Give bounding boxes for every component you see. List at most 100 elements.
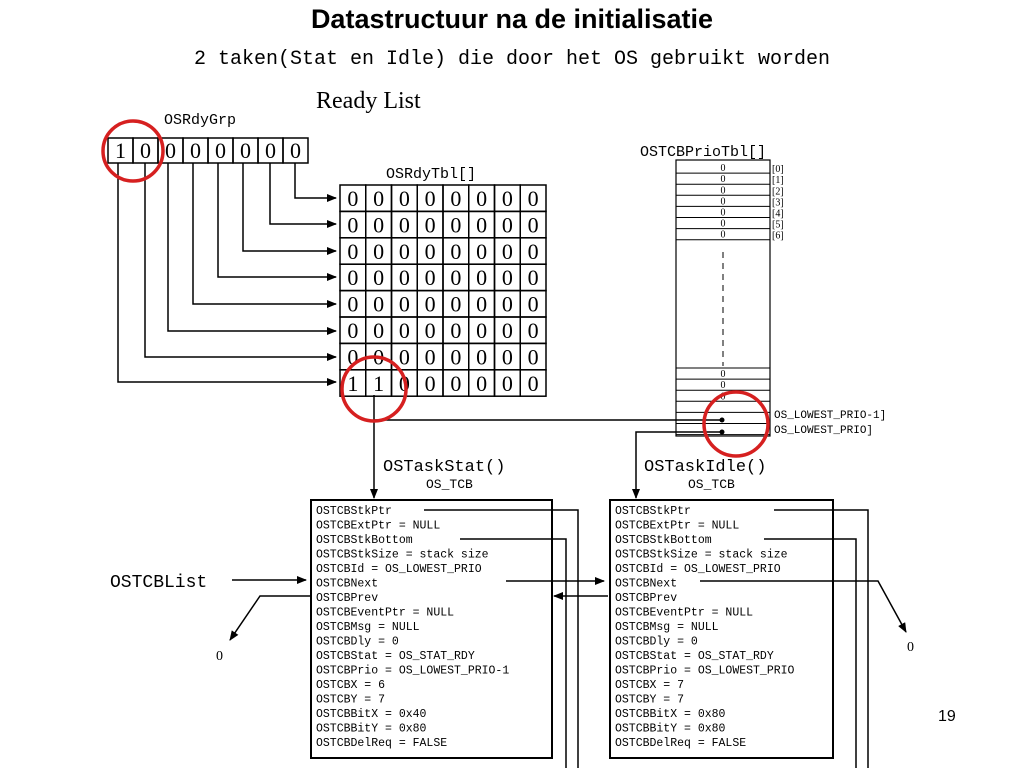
prio-tbl-bottom-value: 0 bbox=[721, 380, 726, 391]
osrdytbl-value: 0 bbox=[425, 371, 436, 396]
osrdytbl-value: 0 bbox=[476, 292, 487, 317]
osrdytbl-value: 0 bbox=[476, 371, 487, 396]
stat-tcb-field: OSTCBStkBottom bbox=[316, 534, 413, 547]
osrdygrp-bit: 0 bbox=[190, 138, 201, 163]
osrdytbl-value: 0 bbox=[347, 265, 358, 290]
osrdygrp-cell bbox=[282, 137, 309, 164]
osrdytbl-value: 0 bbox=[373, 292, 384, 317]
stat-tcb-field: OSTCBEventPtr = NULL bbox=[316, 607, 454, 620]
osrdytbl-value: 0 bbox=[373, 186, 384, 211]
page-subtitle: 2 taken(Stat en Idle) die door het OS ge… bbox=[193, 48, 831, 71]
prio-tbl-bottom-value: 0 bbox=[721, 369, 726, 380]
stat-tcb-field: OSTCBStat = OS_STAT_RDY bbox=[316, 650, 475, 663]
stat-tcb-field: OSTCBY = 7 bbox=[316, 694, 385, 707]
idle-tcb-field: OSTCBDelReq = FALSE bbox=[615, 737, 746, 750]
osrdygrp-bit: 1 bbox=[115, 138, 126, 163]
osrdytbl-value: 0 bbox=[450, 292, 461, 317]
osrdytbl-value: 0 bbox=[399, 186, 410, 211]
highlight-circle-tbl bbox=[340, 355, 408, 423]
osrdytbl-value: 0 bbox=[476, 186, 487, 211]
osrdytbl-value: 0 bbox=[502, 212, 513, 237]
osrdytbl-cell bbox=[519, 369, 547, 397]
prio-tbl-index: [3] bbox=[772, 197, 784, 208]
stat-tcb-field: OSTCBX = 6 bbox=[316, 679, 385, 692]
idle-task-type: OS_TCB bbox=[688, 477, 735, 492]
osrdytbl-value: 0 bbox=[425, 239, 436, 264]
osrdytbl-value: 0 bbox=[399, 344, 410, 369]
osrdytbl-value: 0 bbox=[502, 186, 513, 211]
page-title: Datastructuur na de initialisatie bbox=[310, 4, 714, 34]
osrdytbl-value: 0 bbox=[476, 344, 487, 369]
null-right-label: 0 bbox=[907, 640, 914, 655]
idle-task-name: OSTaskIdle() bbox=[644, 458, 766, 477]
idle-tcb-field: OSTCBExtPtr = NULL bbox=[615, 520, 739, 533]
idle-tcb-field: OSTCBY = 7 bbox=[615, 694, 684, 707]
osrdytbl-value: 0 bbox=[347, 344, 358, 369]
idle-tcb-field: OSTCBId = OS_LOWEST_PRIO bbox=[615, 563, 781, 576]
prio-tbl-frame bbox=[675, 159, 771, 437]
idle-tcb-field: OSTCBBitY = 0x80 bbox=[615, 723, 726, 736]
osrdytbl-value: 0 bbox=[347, 239, 358, 264]
highlight-circle-prio bbox=[702, 390, 770, 458]
osrdytbl-value: 0 bbox=[528, 186, 539, 211]
stat-tcb-field: OSTCBPrio = OS_LOWEST_PRIO-1 bbox=[316, 665, 509, 678]
osrdytbl-value: 0 bbox=[450, 212, 461, 237]
osrdytbl-value: 0 bbox=[528, 212, 539, 237]
osrdytbl-value: 0 bbox=[502, 265, 513, 290]
osrdytbl-value: 0 bbox=[347, 318, 358, 343]
osrdytbl-value: 0 bbox=[476, 212, 487, 237]
osrdytbl-value: 0 bbox=[450, 318, 461, 343]
osrdytbl-value: 0 bbox=[476, 239, 487, 264]
stat-tcb-field: OSTCBId = OS_LOWEST_PRIO bbox=[316, 563, 482, 576]
stat-tcb-field: OSTCBDly = 0 bbox=[316, 636, 399, 649]
osrdytbl-value: 0 bbox=[425, 344, 436, 369]
osrdytbl-value: 0 bbox=[425, 265, 436, 290]
osrdytbl-value: 0 bbox=[373, 318, 384, 343]
osrdygrp-bit: 0 bbox=[140, 138, 151, 163]
osrdytbl-value: 0 bbox=[528, 239, 539, 264]
prio-tbl-index: [4] bbox=[772, 209, 784, 220]
osrdytbl-value: 0 bbox=[528, 265, 539, 290]
osrdytbl-value: 0 bbox=[425, 318, 436, 343]
idle-tcb-field: OSTCBX = 7 bbox=[615, 679, 684, 692]
osrdytbl-value: 0 bbox=[399, 239, 410, 264]
osrdytbl-value: 0 bbox=[347, 292, 358, 317]
stat-tcb-field: OSTCBBitY = 0x80 bbox=[316, 723, 427, 736]
osrdytbl-value: 0 bbox=[373, 265, 384, 290]
osrdytbl-value: 1 bbox=[347, 371, 358, 396]
osrdytbl-value: 0 bbox=[502, 318, 513, 343]
osrdytbl-value: 0 bbox=[502, 344, 513, 369]
lowest-prio-label: OS_LOWEST_PRIO] bbox=[774, 425, 873, 437]
idle-tcb-field: OSTCBStkBottom bbox=[615, 534, 712, 547]
stat-tcb-field: OSTCBExtPtr = NULL bbox=[316, 520, 440, 533]
osrdygrp-bit: 0 bbox=[165, 138, 176, 163]
ostcblist-label: OSTCBList bbox=[110, 573, 207, 593]
prio-entry-dot bbox=[719, 417, 725, 423]
osrdytbl-value: 0 bbox=[399, 292, 410, 317]
osrdytbl-value: 0 bbox=[373, 239, 384, 264]
osrdygrp-bit: 0 bbox=[215, 138, 226, 163]
idle-tcb-field: OSTCBStkSize = stack size bbox=[615, 549, 788, 562]
osrdytbl-label: OSRdyTbl[] bbox=[386, 166, 476, 183]
osrdygrp-bit: 0 bbox=[265, 138, 276, 163]
osrdytbl-value: 0 bbox=[502, 239, 513, 264]
prio-tbl-top-value: 0 bbox=[721, 163, 726, 174]
idle-tcb-field: OSTCBStat = OS_STAT_RDY bbox=[615, 650, 774, 663]
osrdytbl-value: 0 bbox=[502, 371, 513, 396]
stat-tcb-field: OSTCBStkPtr bbox=[316, 505, 392, 518]
osrdygrp-bit: 0 bbox=[290, 138, 301, 163]
osrdytbl-value: 0 bbox=[450, 186, 461, 211]
null-left-label: 0 bbox=[216, 649, 223, 664]
idle-tcb-field: OSTCBPrio = OS_LOWEST_PRIO bbox=[615, 665, 795, 678]
prio-tbl-index: [5] bbox=[772, 220, 784, 231]
osrdytbl-value: 0 bbox=[476, 318, 487, 343]
osrdygrp-label: OSRdyGrp bbox=[164, 112, 236, 129]
osrdygrp-connectors bbox=[117, 163, 337, 386]
stat-tcb-field: OSTCBDelReq = FALSE bbox=[316, 737, 447, 750]
osrdytbl-value: 0 bbox=[502, 292, 513, 317]
osrdytbl-value: 0 bbox=[347, 186, 358, 211]
osrdytbl-value: 1 bbox=[373, 371, 384, 396]
stat-tcb-field: OSTCBMsg = NULL bbox=[316, 621, 420, 634]
prio-entry-dot bbox=[719, 429, 725, 435]
